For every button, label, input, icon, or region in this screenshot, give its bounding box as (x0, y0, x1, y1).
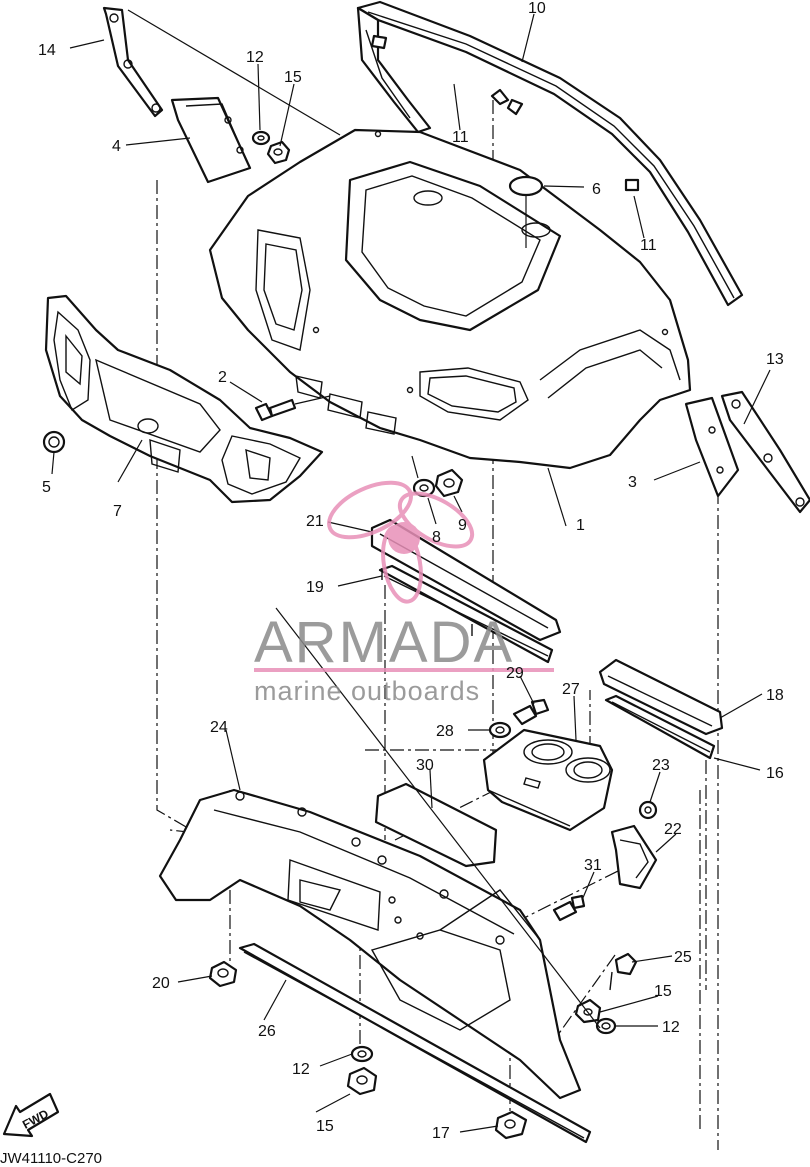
part-22-bracket (610, 824, 658, 890)
callout-12-top: 12 (246, 49, 264, 66)
part-1-console-body (208, 128, 692, 470)
callout-19: 19 (306, 579, 324, 596)
callout-21: 21 (306, 513, 324, 530)
part-10-rail (356, 0, 744, 307)
callout-25: 25 (674, 949, 692, 966)
callout-12-right: 12 (662, 1019, 680, 1036)
part-3-bracket-right (684, 396, 740, 498)
washer-nut-middle (411, 455, 464, 498)
callout-23: 23 (652, 757, 670, 774)
callout-16: 16 (766, 765, 784, 782)
callout-31: 31 (584, 857, 602, 874)
part-30-plate (374, 782, 498, 868)
washer-nut-top (251, 130, 291, 165)
armada-watermark: ARMADA marine outboards (254, 480, 554, 706)
part-16-strip (604, 694, 716, 760)
callout-2: 2 (218, 369, 227, 386)
watermark-divider (254, 668, 554, 672)
callout-15-bottom: 15 (316, 1118, 334, 1135)
callout-9: 9 (458, 517, 467, 534)
watermark-tagline: marine outboards (254, 676, 480, 706)
callout-3: 3 (628, 474, 637, 491)
part-25-fastener (609, 952, 638, 991)
part-7-front-panel (44, 294, 324, 504)
callout-14: 14 (38, 42, 56, 59)
callout-12-bottom: 12 (292, 1061, 310, 1078)
callout-17: 17 (432, 1125, 450, 1142)
part-24-lower-housing (158, 788, 582, 1100)
callout-29: 29 (506, 665, 524, 682)
part-13-stay-right (720, 390, 810, 514)
callout-11-right: 11 (640, 237, 657, 254)
callout-30: 30 (416, 757, 434, 774)
part-29-screw (512, 698, 550, 726)
callout-6: 6 (592, 181, 601, 198)
part-5-grommet (42, 430, 66, 454)
part-2-bolt (254, 395, 331, 422)
part-19-strip (378, 564, 554, 664)
part-23-clip (638, 800, 658, 820)
armada-propeller-icon (327, 480, 475, 604)
callout-28: 28 (436, 723, 454, 740)
callout-7: 7 (113, 503, 122, 520)
callout-22: 22 (664, 821, 682, 838)
watermark-brand: ARMADA (254, 610, 514, 675)
part-26-rail (238, 942, 592, 1144)
callout-24: 24 (210, 719, 228, 736)
part-31-screw (552, 894, 586, 922)
part-27-cup-holder (482, 728, 614, 832)
part-18-molding (598, 658, 724, 736)
callout-11-left: 11 (452, 129, 469, 146)
callout-numbers: 1 2 3 4 5 6 7 8 9 10 11 11 12 12 12 13 1… (38, 0, 784, 1142)
callout-13: 13 (766, 351, 784, 368)
part-14-stay-rod (102, 6, 341, 136)
callout-27: 27 (562, 681, 580, 698)
callout-leaders (51, 13, 771, 1133)
bottom-fasteners (208, 960, 617, 1140)
callout-8: 8 (432, 529, 441, 546)
callout-18: 18 (766, 687, 784, 704)
callout-15-top: 15 (284, 69, 302, 86)
part-6-cap (508, 175, 544, 248)
callout-4: 4 (112, 138, 121, 155)
part-4-bracket-left (170, 96, 252, 184)
callout-10: 10 (528, 0, 546, 17)
callout-15-right: 15 (654, 983, 672, 1000)
callout-26: 26 (258, 1023, 276, 1040)
callout-5: 5 (42, 479, 51, 496)
diagram-code: JW41110-C270 (0, 1150, 102, 1167)
part-28-washer (488, 721, 512, 739)
fwd-arrow-icon: FWD (2, 1092, 60, 1138)
callout-20: 20 (152, 975, 170, 992)
callout-1: 1 (576, 517, 585, 534)
